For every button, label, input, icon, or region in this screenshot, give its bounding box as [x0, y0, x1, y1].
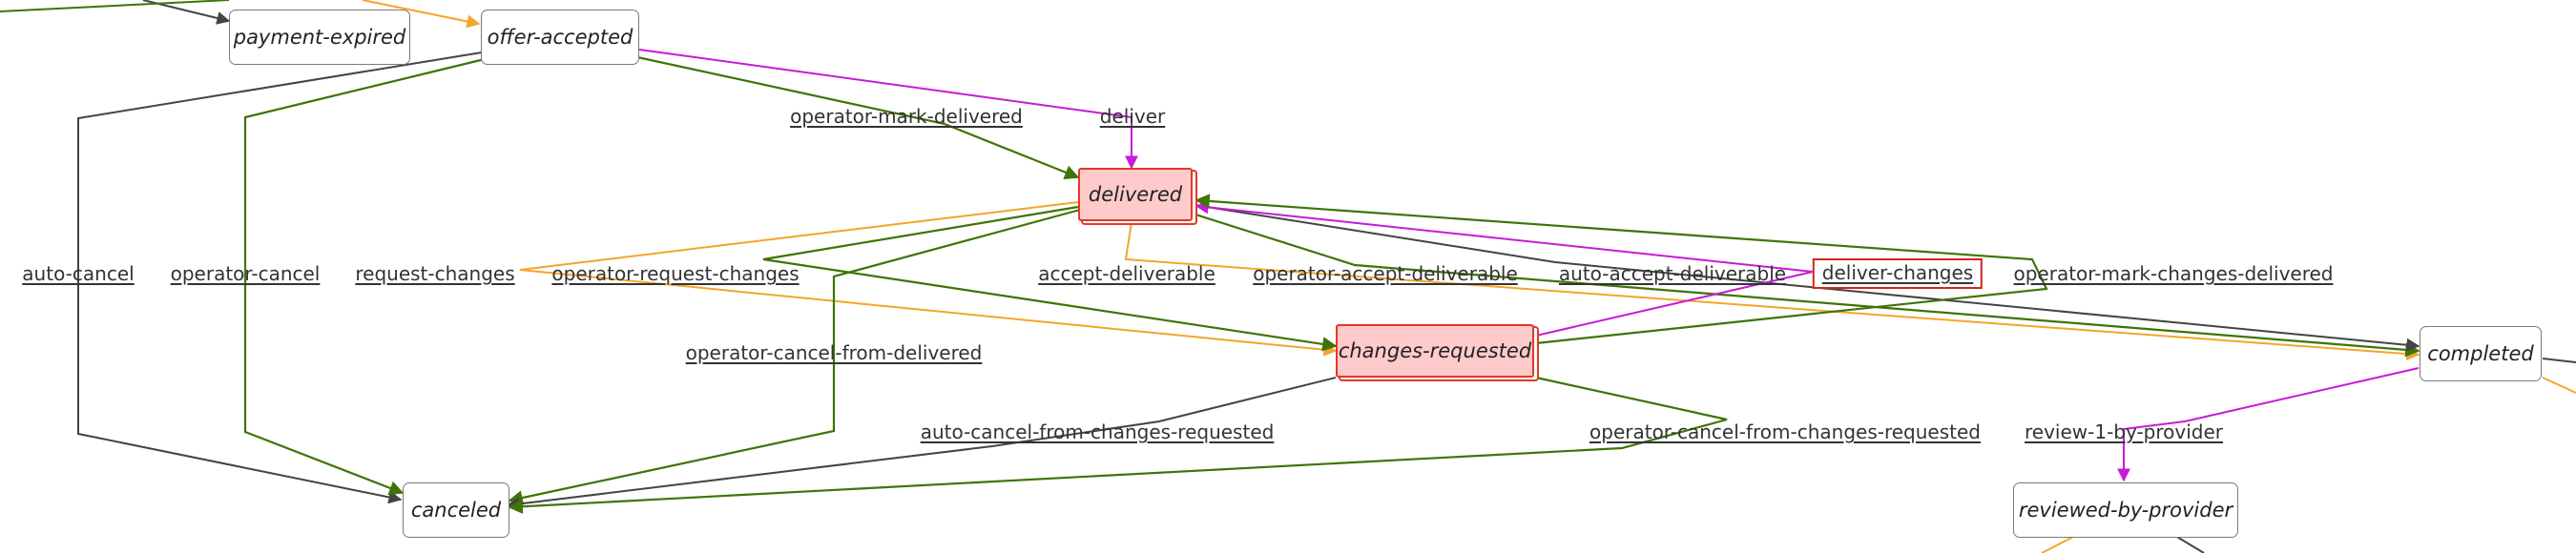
edge-label-accept-deliverable[interactable]: accept-deliverable [1038, 262, 1215, 285]
node-label: offer-accepted [487, 26, 634, 49]
edge-operator-cancel-from-changes-requested [508, 376, 1728, 514]
edge-auto-cancel-from-changes-requested [506, 377, 1337, 511]
edge-label-deliver-changes[interactable]: deliver-changes [1812, 258, 1984, 289]
edge-label-operator-mark-changes-delivered[interactable]: operator-mark-changes-delivered [2013, 262, 2334, 285]
node-offer-accepted[interactable]: offer-accepted [481, 10, 639, 65]
edge-deliver [638, 49, 1138, 170]
edge-label-operator-cancel-from-changes-requested[interactable]: operator-cancel-from-changes-requested [1589, 420, 1981, 443]
edge-label-operator-cancel-from-delivered[interactable]: operator-cancel-from-delivered [685, 341, 983, 364]
node-delivered[interactable]: delivered [1078, 168, 1193, 221]
edge-operator-request-changes [762, 205, 1338, 352]
edge-operator-mark-changes-delivered [1195, 194, 2048, 345]
edge-label-operator-mark-delivered[interactable]: operator-mark-delivered [790, 105, 1023, 128]
edge-auto-cancel [77, 51, 483, 504]
edge-operator-cancel-from-delivered [508, 208, 1081, 505]
edge-label-operator-accept-deliverable[interactable]: operator-accept-deliverable [1253, 262, 1518, 285]
node-payment-expired[interactable]: payment-expired [229, 10, 410, 65]
node-label: completed [2427, 342, 2534, 365]
edge-out-completed-orange [2542, 377, 2576, 394]
node-canceled[interactable]: canceled [403, 482, 509, 538]
edge-out-reviewed-gray [2174, 535, 2205, 553]
edge-in-offer-accepted [362, 0, 481, 29]
edge-request-changes [519, 201, 1338, 357]
edge-label-review-1-by-provider[interactable]: review-1-by-provider [2024, 420, 2224, 443]
edge-label-deliver[interactable]: deliver [1099, 105, 1166, 128]
edge-label-auto-accept-deliverable[interactable]: auto-accept-deliverable [1558, 262, 1787, 285]
node-label: payment-expired [233, 26, 406, 49]
edge-review-1-by-provider [2117, 367, 2420, 482]
edge-label-operator-cancel[interactable]: operator-cancel [170, 262, 321, 285]
edge-label-operator-request-changes[interactable]: operator-request-changes [551, 262, 800, 285]
edge-operator-accept-deliverable [1192, 212, 2420, 358]
edge-out-completed-gray [2542, 358, 2576, 363]
edge-operator-cancel [243, 57, 486, 496]
edge-label-auto-cancel-from-changes-requested[interactable]: auto-cancel-from-changes-requested [920, 420, 1275, 443]
node-label: changes-requested [1338, 339, 1532, 362]
edge-auto-accept-deliverable [1194, 204, 2420, 352]
edge-label-request-changes[interactable]: request-changes [355, 262, 515, 285]
node-completed[interactable]: completed [2420, 326, 2542, 381]
edge-in-green-top [0, 0, 230, 12]
edge-accept-deliverable [1124, 221, 2420, 361]
node-label: reviewed-by-provider [2018, 499, 2233, 522]
node-changes-requested[interactable]: changes-requested [1336, 324, 1534, 378]
node-label: canceled [410, 499, 502, 522]
node-reviewed-by-provider[interactable]: reviewed-by-provider [2013, 482, 2238, 538]
edge-out-reviewed-orange [2041, 535, 2076, 553]
node-label: delivered [1088, 183, 1183, 206]
edge-label-auto-cancel[interactable]: auto-cancel [22, 262, 135, 285]
edge-operator-mark-delivered [636, 55, 1080, 180]
